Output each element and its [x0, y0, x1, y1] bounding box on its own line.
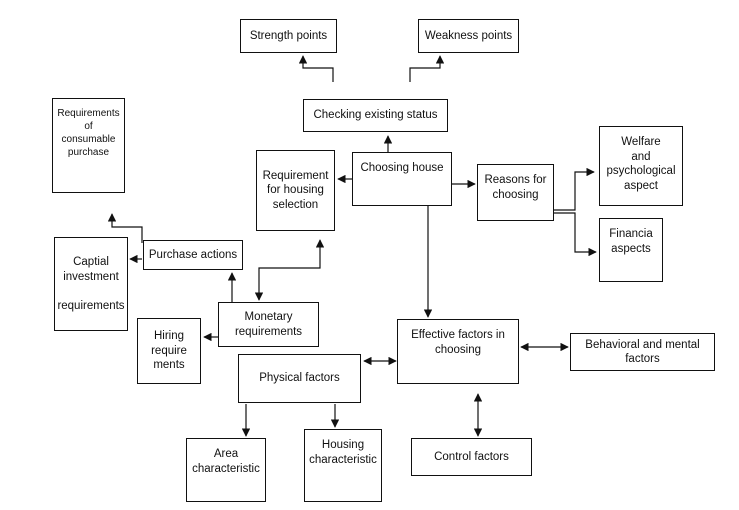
- reasons-for-choosing-box: Reasons for choosing: [477, 164, 554, 221]
- area-characteristic-box: Area characteristic: [186, 438, 266, 502]
- welfare-psychological-label: Welfare and psychological aspect: [606, 136, 676, 192]
- housing-characteristic-box: Housing characteristic: [304, 429, 382, 502]
- control-factors-box: Control factors: [411, 438, 532, 476]
- physical-factors-label: Physical factors: [259, 372, 340, 385]
- effective-factors-box: Effective factors in choosing: [397, 319, 519, 384]
- behavioral-mental-label: Behavioral and mental factors: [585, 338, 700, 366]
- checking-existing-status-label: Checking existing status: [313, 109, 438, 122]
- arrow-status-to-weakness: [409, 55, 445, 82]
- requirements-consumable-label: Requirements of consumable purchase: [57, 108, 120, 158]
- area-characteristic-label: Area characteristic: [192, 448, 260, 475]
- financia-aspects-label: Financia aspects: [609, 228, 653, 255]
- arrow-status-to-strength: [298, 55, 334, 82]
- behavioral-mental-box: Behavioral and mental factors: [570, 333, 715, 371]
- housing-characteristic-label: Housing characteristic: [309, 439, 377, 466]
- arrow-requirement-monetary: [254, 239, 325, 301]
- arrow-reasons-to-welfare: [553, 167, 595, 211]
- financia-aspects-box: Financia aspects: [599, 218, 663, 282]
- capital-investment-label: Captial investment requirements: [57, 256, 125, 312]
- purchase-actions-label: Purchase actions: [148, 248, 238, 261]
- requirement-housing-selection-box: Requirement for housing selection: [256, 150, 335, 231]
- hiring-requirements-box: Hiring require ments: [137, 318, 201, 384]
- capital-investment-box: Captial investment requirements: [54, 237, 128, 331]
- effective-factors-label: Effective factors in choosing: [411, 329, 505, 356]
- requirements-consumable-box: Requirements of consumable purchase: [52, 98, 125, 193]
- weakness-points-box: Weakness points: [418, 19, 519, 53]
- choosing-house-box: Choosing house: [352, 152, 452, 206]
- control-factors-label: Control factors: [434, 450, 509, 463]
- requirement-housing-selection-label: Requirement for housing selection: [262, 169, 329, 211]
- weakness-points-label: Weakness points: [424, 29, 513, 42]
- arrow-reasons-to-financia: [553, 212, 597, 257]
- purchase-actions-box: Purchase actions: [143, 240, 243, 270]
- monetary-requirements-box: Monetary requirements: [218, 302, 319, 347]
- strength-points-label: Strength points: [249, 29, 328, 42]
- reasons-for-choosing-label: Reasons for choosing: [484, 174, 547, 201]
- hiring-requirements-label: Hiring require ments: [151, 330, 187, 372]
- checking-existing-status-box: Checking existing status: [303, 99, 448, 132]
- welfare-psychological-box: Welfare and psychological aspect: [599, 126, 683, 206]
- arrow-purchase-to-consumable: [107, 213, 143, 243]
- choosing-house-label: Choosing house: [360, 162, 444, 174]
- physical-factors-box: Physical factors: [238, 354, 361, 403]
- strength-points-box: Strength points: [240, 19, 337, 53]
- monetary-requirements-label: Monetary requirements: [234, 311, 303, 338]
